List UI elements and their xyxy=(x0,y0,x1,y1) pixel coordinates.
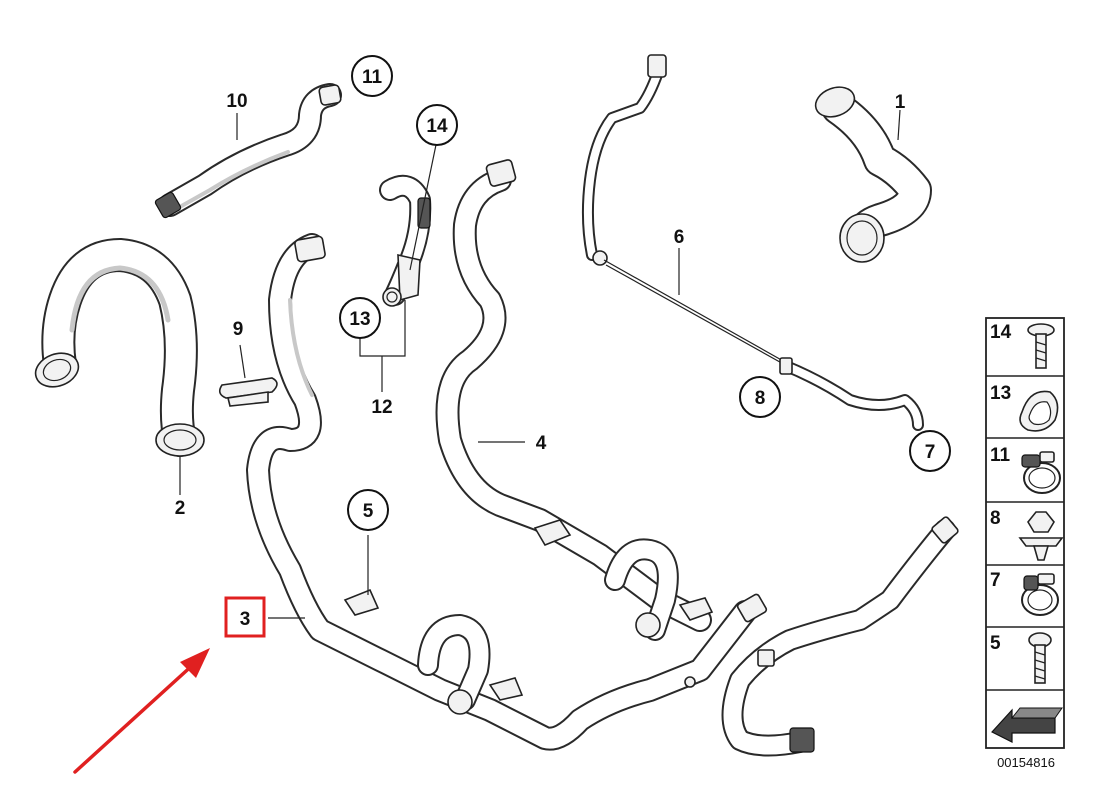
svg-text:13: 13 xyxy=(349,309,370,330)
direction-arrow-icon xyxy=(991,707,1063,743)
legend-item-8: 8 xyxy=(990,508,1064,561)
callout-8: 8 xyxy=(739,376,781,418)
bolt-icon xyxy=(1027,323,1055,369)
label-4: 4 xyxy=(536,433,547,454)
gasket-ring-icon xyxy=(1019,390,1059,432)
hose-10 xyxy=(154,83,342,219)
svg-text:13: 13 xyxy=(990,383,1011,404)
svg-text:5: 5 xyxy=(990,633,1001,654)
legend-item-7: 7 xyxy=(990,570,1059,616)
spring-clamp-icon xyxy=(1021,573,1059,616)
label-6: 6 xyxy=(674,227,685,248)
callout-11: 11 xyxy=(351,55,393,97)
legend-panel: 14 13 11 8 xyxy=(985,317,1065,749)
svg-text:14: 14 xyxy=(426,116,448,137)
hose-1 xyxy=(814,86,932,263)
legend-item-13: 13 xyxy=(990,383,1059,432)
clamp-9 xyxy=(218,344,278,407)
diagram-code: 00154816 xyxy=(997,755,1055,770)
label-1: 1 xyxy=(895,92,906,113)
label-9: 9 xyxy=(233,319,244,340)
label-10: 10 xyxy=(226,91,247,112)
hose-4 xyxy=(435,159,714,641)
red-arrow-icon xyxy=(73,648,210,774)
pipe-6 xyxy=(581,54,924,431)
callout-13: 13 xyxy=(339,297,381,339)
svg-text:3: 3 xyxy=(240,609,251,630)
hose-2 xyxy=(34,238,205,495)
hose-bottom-right xyxy=(684,516,959,757)
label-12: 12 xyxy=(371,397,392,418)
callout-7: 7 xyxy=(909,430,951,472)
legend-item-14: 14 xyxy=(990,322,1055,369)
hose-3 xyxy=(246,233,768,751)
callout-5: 5 xyxy=(347,489,389,531)
svg-text:11: 11 xyxy=(362,67,383,88)
svg-text:7: 7 xyxy=(925,442,936,463)
svg-text:11: 11 xyxy=(990,445,1011,466)
svg-text:7: 7 xyxy=(990,570,1001,591)
svg-text:8: 8 xyxy=(990,508,1001,529)
svg-text:8: 8 xyxy=(755,388,766,409)
label-2: 2 xyxy=(175,498,186,519)
label-3-highlight: 3 xyxy=(224,596,266,638)
push-clip-icon xyxy=(1018,511,1064,561)
hose-clamp-icon xyxy=(1021,451,1061,494)
svg-text:14: 14 xyxy=(990,322,1012,343)
legend-item-11: 11 xyxy=(990,445,1061,494)
svg-text:5: 5 xyxy=(363,501,374,522)
screw-icon xyxy=(1028,632,1052,684)
hose-12 xyxy=(359,139,438,392)
callout-14: 14 xyxy=(416,104,458,146)
legend-item-5: 5 xyxy=(990,632,1052,684)
